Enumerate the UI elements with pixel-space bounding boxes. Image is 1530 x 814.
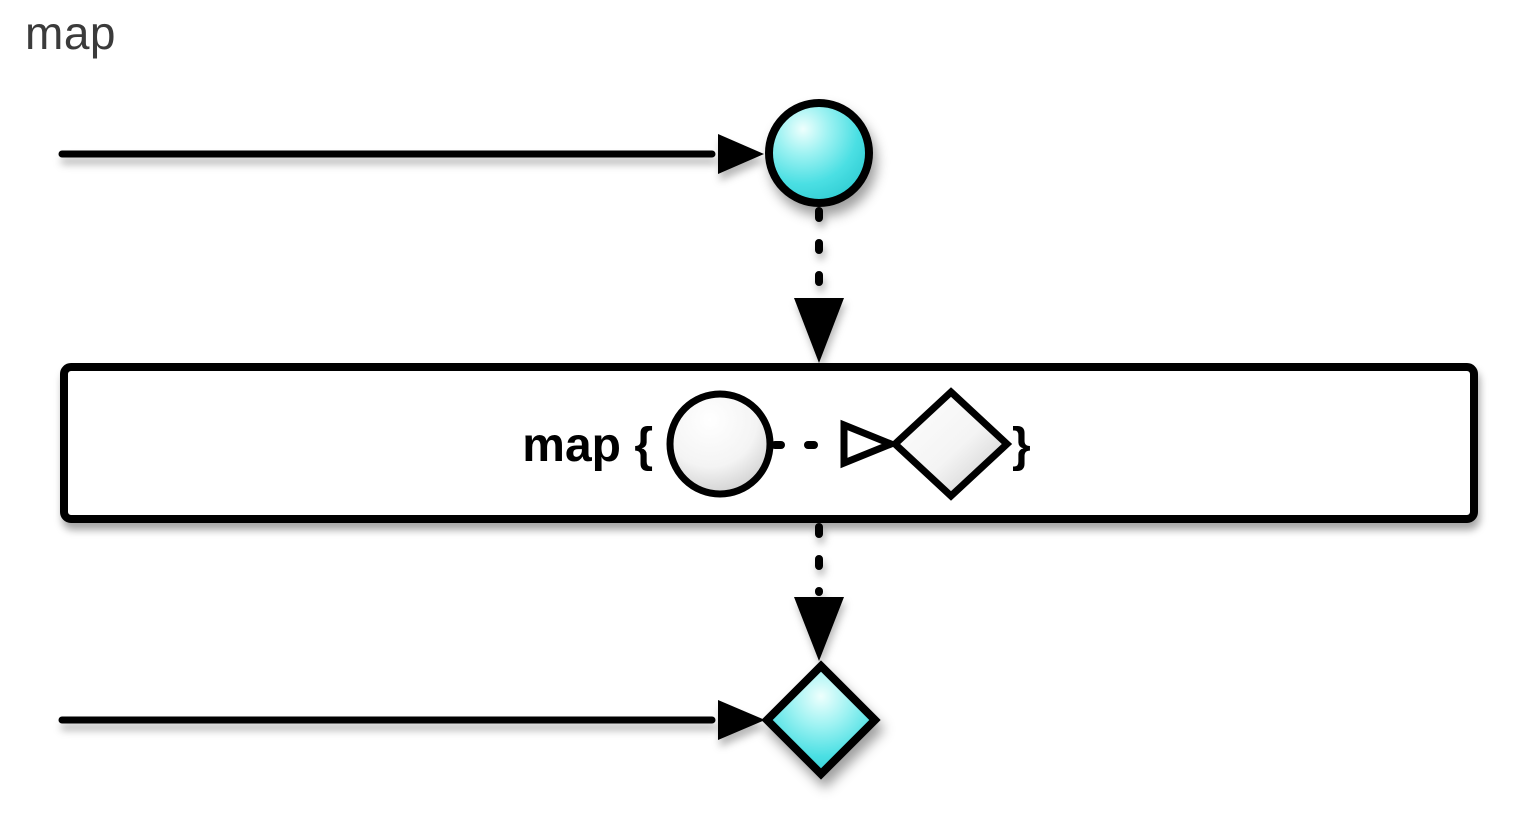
output-marble-diamond [761, 660, 881, 780]
signature-input-circle [666, 390, 774, 498]
signature-transform-triangle-icon [840, 419, 901, 469]
arrowhead-right-icon [718, 700, 765, 740]
input-marble-circle [765, 99, 873, 207]
arrowhead-down-icon [794, 597, 844, 661]
signature-output-diamond [889, 387, 1013, 501]
diagram-title: map [25, 7, 116, 59]
operator-signature: map { } [522, 387, 1031, 501]
arrowhead-right-icon [718, 134, 764, 174]
operator-label-close: } [1012, 419, 1031, 472]
operator-label-open: map { [522, 419, 653, 472]
dashed-arrow-out-of-operator [794, 523, 844, 661]
output-stream-arrow [58, 700, 765, 740]
dashed-arrow-into-operator [794, 207, 844, 363]
input-stream-arrow [58, 134, 764, 174]
arrowhead-down-icon [794, 298, 844, 363]
